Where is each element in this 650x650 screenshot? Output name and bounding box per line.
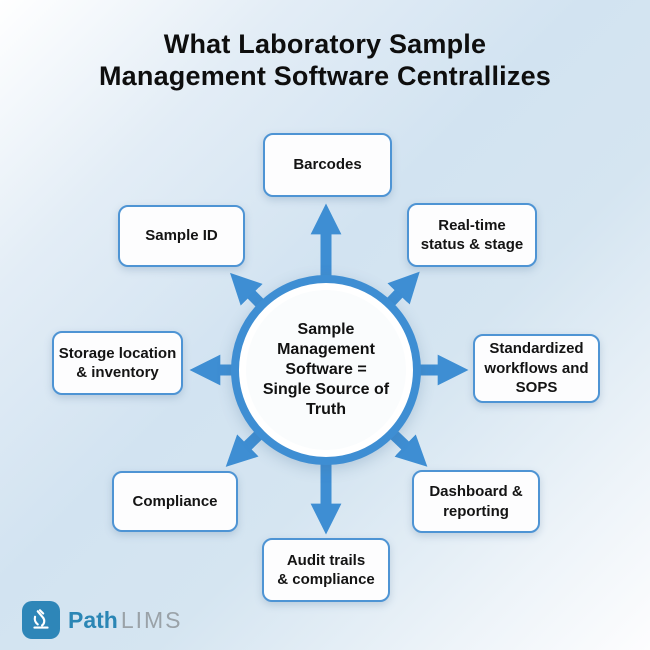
- node-storage-location: Storage location & inventory: [52, 331, 183, 395]
- logo-wordmark: Path LIMS: [68, 607, 183, 634]
- node-label: & inventory: [76, 364, 159, 381]
- center-line: Truth: [306, 401, 346, 418]
- node-label: Real-time: [438, 216, 506, 234]
- node-standardized-workflows: Standardized workflows and SOPS: [473, 334, 600, 403]
- node-sample-id: Sample ID: [118, 205, 245, 267]
- center-line: Management: [277, 341, 375, 358]
- node-audit-trails: Audit trails & compliance: [262, 538, 390, 602]
- microscope-icon: [22, 601, 60, 639]
- node-realtime-status: Real-time status & stage: [407, 203, 537, 267]
- node-label: & compliance: [277, 571, 375, 588]
- logo-path-text: Path: [68, 606, 118, 633]
- node-label: Dashboard &: [429, 483, 523, 500]
- node-label: Audit trails: [286, 551, 366, 569]
- center-line: Single Source of: [262, 381, 390, 398]
- pathlims-logo: Path LIMS: [22, 601, 183, 639]
- center-node-label: Sample Management Software = Single Sour…: [263, 320, 389, 420]
- node-label: Standardized: [489, 340, 584, 358]
- page-title-line1: What Laboratory Sample: [163, 29, 487, 59]
- node-label: status & stage: [420, 236, 524, 253]
- node-label: SOPS: [515, 379, 558, 397]
- page-title-line2: Management Software Centrallizes: [98, 61, 552, 92]
- center-node: Sample Management Software = Single Sour…: [231, 275, 421, 465]
- node-label: reporting: [443, 502, 509, 520]
- center-line: Sample: [297, 321, 355, 338]
- node-barcodes: Barcodes: [263, 133, 392, 197]
- node-label: Storage location: [58, 344, 177, 362]
- node-label: Barcodes: [293, 156, 362, 174]
- center-line: Software =: [285, 361, 367, 378]
- page-title: What Laboratory Sample Management Softwa…: [0, 28, 650, 93]
- node-compliance: Compliance: [112, 471, 238, 532]
- logo-lims-text: LIMS: [120, 606, 183, 633]
- node-label: workflows and: [484, 359, 589, 377]
- node-dashboard-reporting: Dashboard & reporting: [412, 470, 540, 533]
- node-label: Compliance: [132, 492, 218, 510]
- node-label: Sample ID: [145, 227, 218, 245]
